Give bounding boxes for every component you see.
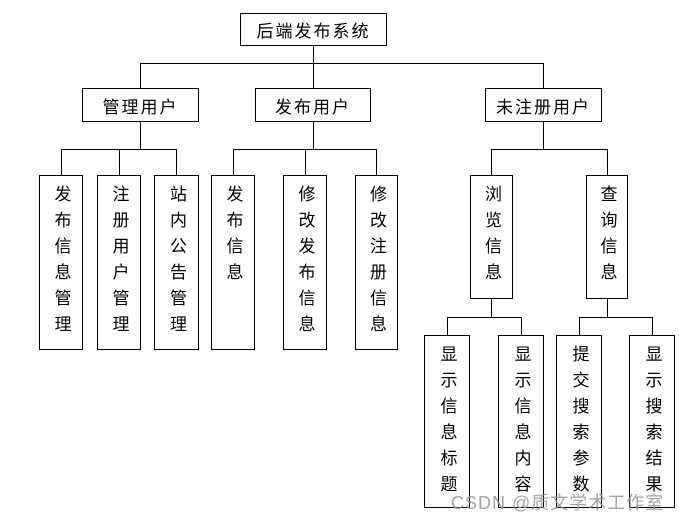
connector-browse-stem [491, 299, 492, 317]
connector-publish-stem [313, 121, 314, 149]
connector-drop-registered-user-mgmt [119, 149, 120, 175]
node-unregistered-user: 未注册用户 [485, 88, 602, 122]
node-root-system-label: 后端发布系统 [256, 22, 371, 41]
node-site-announcement-management-label: 站内公告管理 [167, 185, 186, 341]
connector-drop-show-info-title [447, 317, 448, 335]
connector-drop-site-announcement-mgmt [176, 149, 177, 175]
connector-query-stem [607, 299, 608, 317]
connector-drop-query-info [607, 149, 608, 175]
node-show-search-results: 显示搜索结果 [629, 335, 675, 508]
connector-level1-rail [140, 63, 544, 64]
node-browse-info: 浏览信息 [470, 175, 513, 299]
node-show-info-title: 显示信息标题 [424, 335, 470, 508]
connector-drop-browse-info [491, 149, 492, 175]
connector-drop-unregistered-user [543, 63, 544, 88]
node-registered-user-management-label: 注册用户管理 [109, 185, 129, 341]
connector-drop-publish-info [233, 149, 234, 175]
watermark: CSDN @质文学术工作室 [451, 493, 665, 513]
node-manage-user: 管理用户 [82, 88, 199, 122]
node-publish-user-label: 发布用户 [275, 97, 351, 117]
node-modify-publish-info: 修改发布信息 [283, 175, 327, 350]
node-publish-info-management: 发布信息管理 [39, 175, 83, 350]
node-show-info-title-label: 显示信息标题 [437, 345, 457, 501]
connector-unregistered-stem [543, 121, 544, 149]
connector-drop-show-info-content [521, 317, 522, 335]
node-registered-user-management: 注册用户管理 [97, 175, 141, 350]
node-submit-search-params-label: 提交搜索参数 [569, 345, 589, 501]
connector-drop-submit-search-params [579, 317, 580, 335]
connector-manage-stem [140, 121, 141, 149]
node-submit-search-params: 提交搜索参数 [556, 335, 602, 508]
node-modify-register-info: 修改注册信息 [355, 175, 398, 350]
connector-drop-show-search-results [652, 317, 653, 335]
node-publish-info-management-label: 发布信息管理 [51, 185, 71, 341]
node-publish-user: 发布用户 [255, 88, 371, 122]
node-show-search-results-label: 显示搜索结果 [642, 345, 662, 501]
node-unregistered-user-label: 未注册用户 [496, 97, 591, 117]
node-modify-register-info-label: 修改注册信息 [367, 185, 386, 341]
node-browse-info-label: 浏览信息 [482, 185, 501, 289]
node-query-info-label: 查询信息 [597, 185, 617, 289]
node-modify-publish-info-label: 修改发布信息 [295, 185, 315, 341]
node-publish-info: 发布信息 [211, 175, 255, 350]
node-manage-user-label: 管理用户 [102, 97, 179, 117]
connector-drop-modify-publish-info [305, 149, 306, 175]
connector-query-rail [579, 317, 652, 318]
connector-unregistered-rail [491, 149, 607, 150]
node-query-info: 查询信息 [586, 175, 628, 299]
node-show-info-content-label: 显示信息内容 [511, 345, 531, 501]
node-show-info-content: 显示信息内容 [498, 335, 544, 508]
node-site-announcement-management: 站内公告管理 [154, 175, 199, 350]
connector-root-stem [313, 45, 314, 63]
connector-drop-publish-user [313, 63, 314, 88]
connector-drop-publish-info-mgmt [61, 149, 62, 175]
node-root-system: 后端发布系统 [240, 13, 387, 46]
connector-drop-manage-user [140, 63, 141, 88]
connector-drop-modify-register-info [376, 149, 377, 175]
connector-browse-rail [447, 317, 521, 318]
node-publish-info-label: 发布信息 [223, 185, 243, 289]
